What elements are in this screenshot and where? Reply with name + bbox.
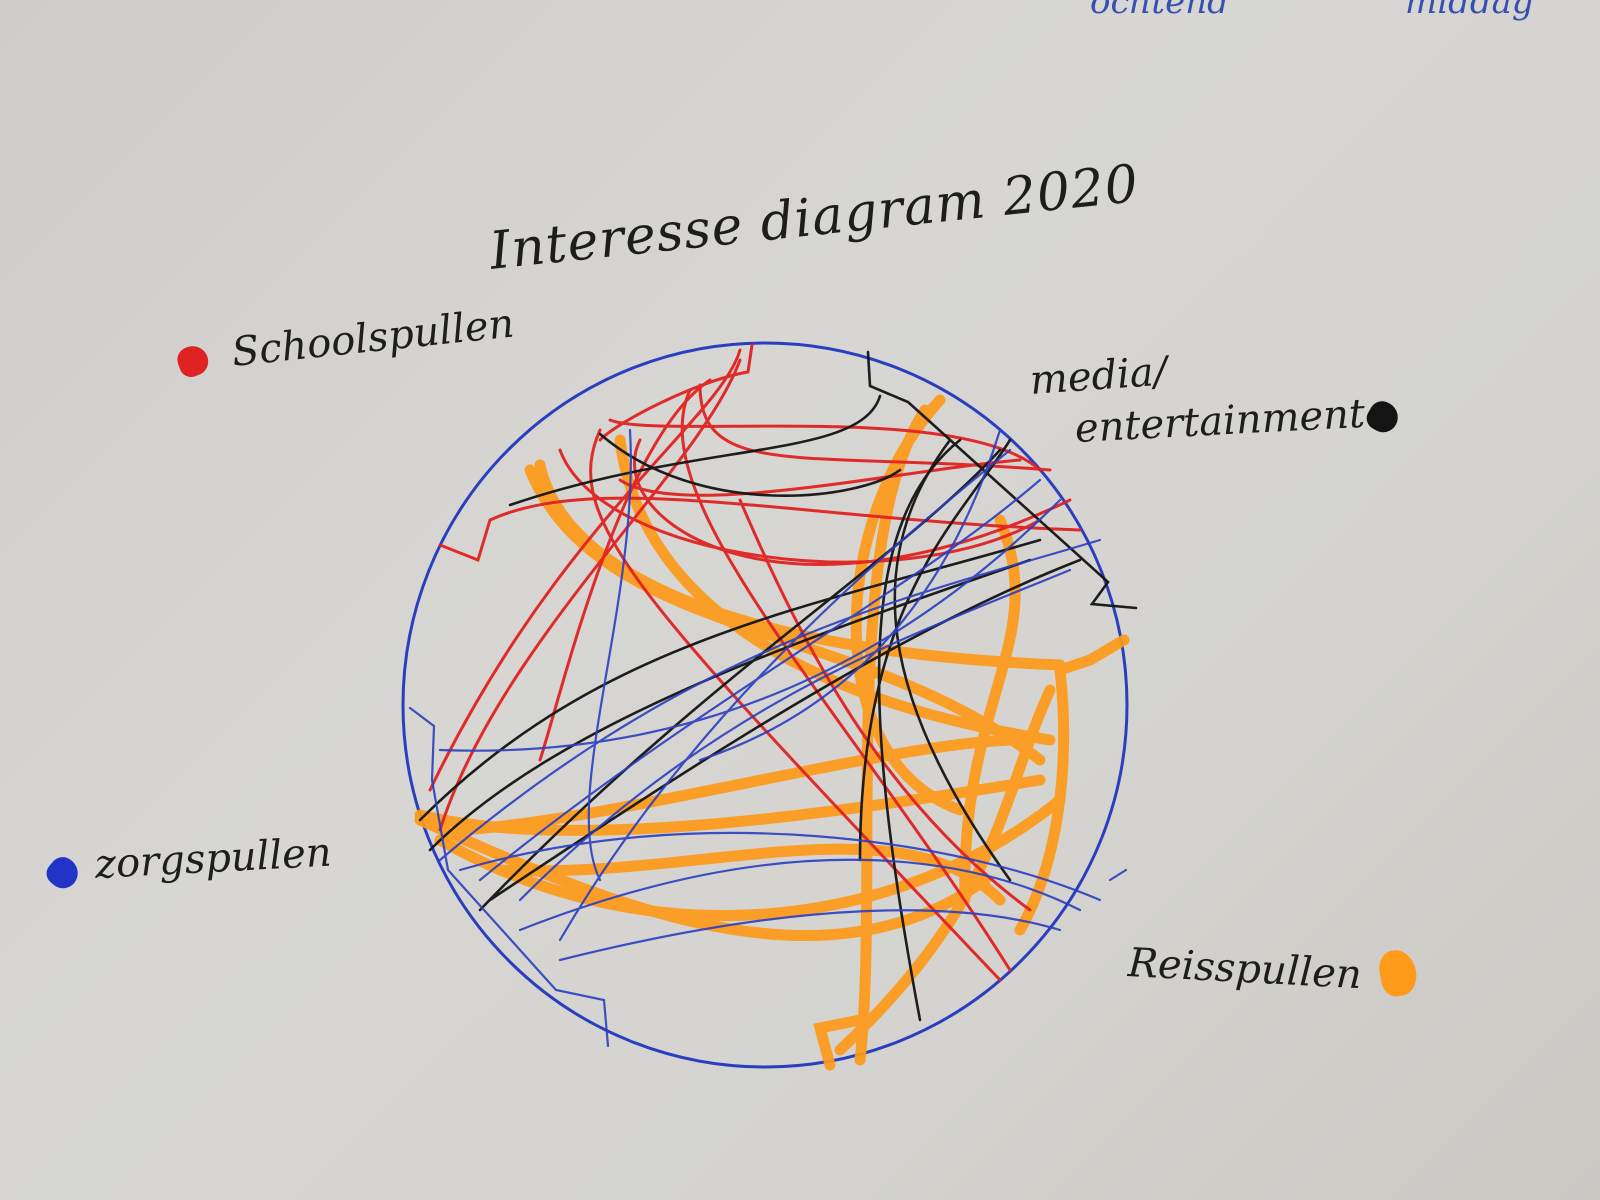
top-note-left: ochtend [1090, 0, 1229, 22]
legend-label-media-line1: media/ [1028, 348, 1169, 404]
outer-circle [401, 341, 1129, 1069]
top-note-right: middag [1405, 0, 1534, 22]
chords-reisspullen [414, 394, 1130, 1071]
chords-zorgspullen [408, 428, 1128, 1048]
